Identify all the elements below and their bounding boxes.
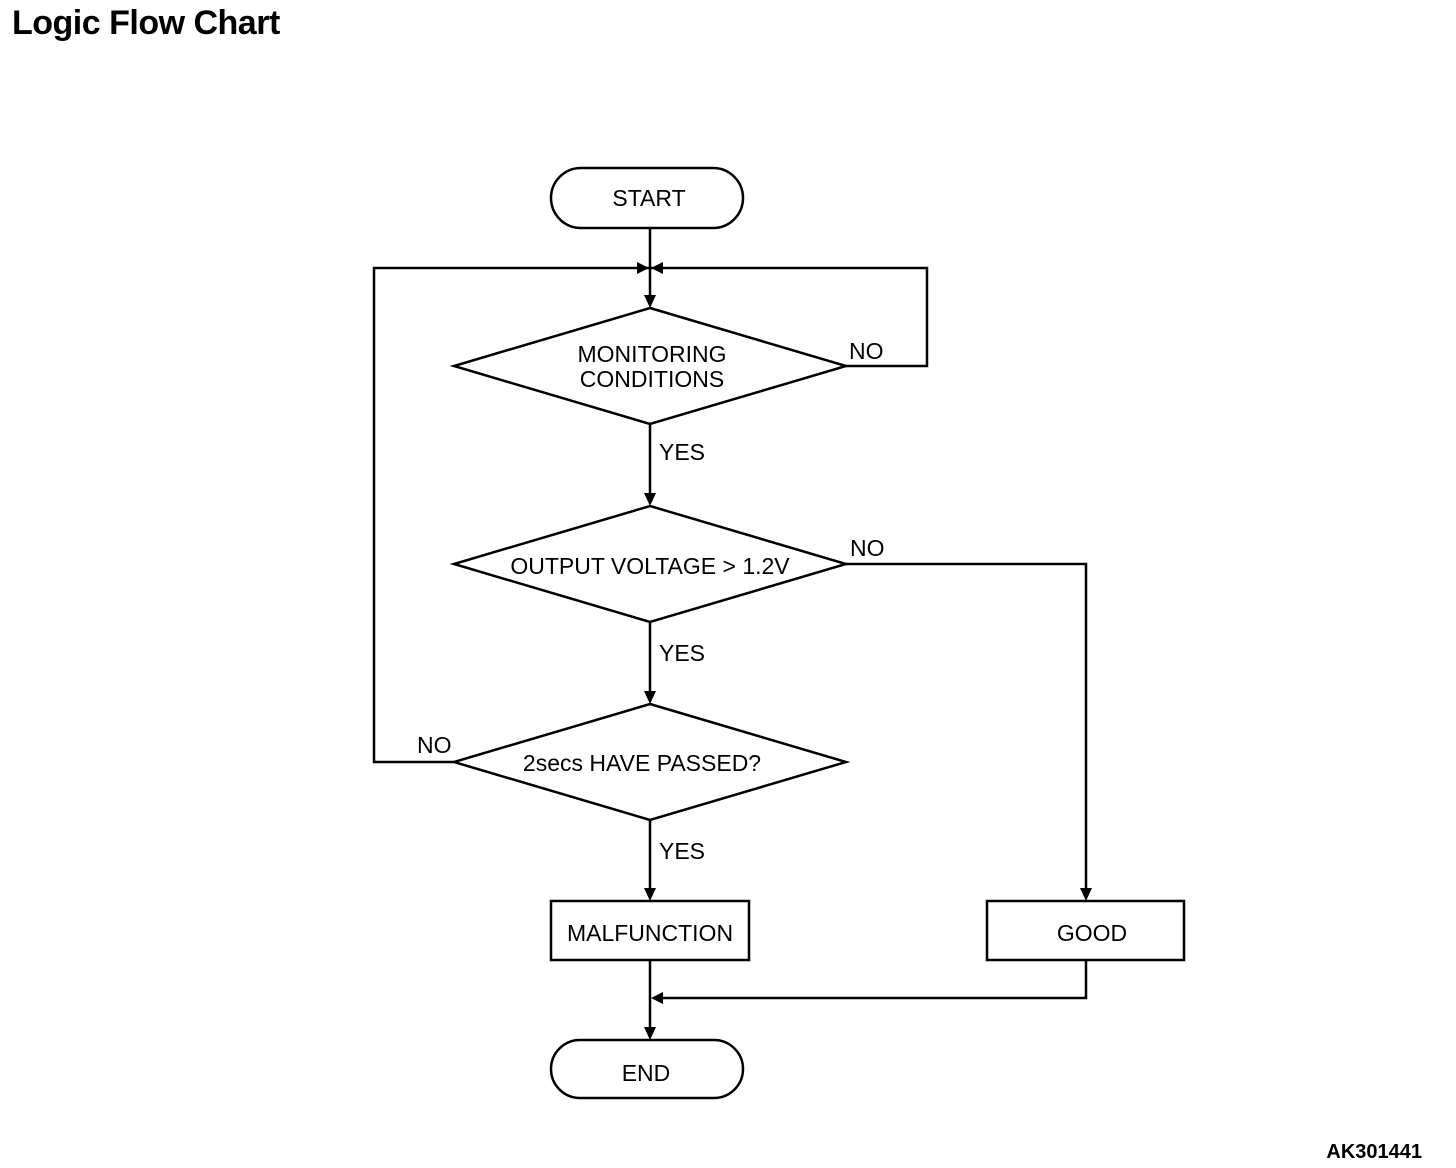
- connector-monitoring-no-loop: [650, 266, 929, 368]
- arrowhead-into-monitoring: [644, 295, 656, 308]
- connector-good-to-end: [660, 960, 1088, 1000]
- time-label: 2secs HAVE PASSED?: [523, 750, 761, 776]
- connectors: [372, 228, 1088, 1032]
- arrowhead-merge-from-right: [651, 262, 663, 274]
- arrowhead-into-time: [644, 691, 656, 704]
- time-diamond: [449, 702, 851, 822]
- branch-labels: NO YES NO YES NO YES: [417, 338, 885, 864]
- figure-code: AK301441: [1326, 1141, 1422, 1163]
- malfunction-node: MALFUNCTION: [549, 899, 751, 962]
- time-decision: 2secs HAVE PASSED?: [449, 702, 851, 822]
- good-label: GOOD: [1057, 920, 1127, 946]
- voltage-yes-label: YES: [659, 640, 705, 666]
- end-terminator: [549, 1038, 745, 1100]
- page-title: Logic Flow Chart: [12, 4, 280, 42]
- arrowheads: [637, 262, 1092, 1040]
- arrowhead-into-voltage: [644, 493, 656, 506]
- arrowhead-into-end: [644, 1027, 656, 1040]
- malfunction-box: [549, 899, 751, 962]
- voltage-diamond: [449, 504, 851, 624]
- start-label: START: [612, 185, 685, 211]
- voltage-decision: OUTPUT VOLTAGE > 1.2V: [449, 504, 851, 624]
- start-terminator: [549, 166, 745, 230]
- monitoring-label-line2: CONDITIONS: [580, 366, 724, 392]
- time-yes-label: YES: [659, 838, 705, 864]
- monitoring-diamond: [449, 306, 851, 426]
- monitoring-label-line1: MONITORING: [577, 341, 726, 367]
- arrowhead-into-good: [1080, 888, 1092, 901]
- voltage-label: OUTPUT VOLTAGE > 1.2V: [510, 553, 790, 579]
- monitoring-decision: MONITORING CONDITIONS: [449, 306, 851, 426]
- end-node: END: [549, 1038, 745, 1100]
- arrowhead-merge-from-left: [637, 262, 649, 274]
- end-label: END: [622, 1060, 671, 1086]
- connector-voltage-no-to-good: [846, 562, 1088, 893]
- start-node: START: [549, 166, 745, 230]
- monitoring-no-label: NO: [849, 338, 884, 364]
- arrowhead-join-from-good: [651, 992, 663, 1004]
- good-node: GOOD: [985, 899, 1186, 962]
- monitoring-yes-label: YES: [659, 439, 705, 465]
- malfunction-label: MALFUNCTION: [567, 920, 733, 946]
- arrowhead-into-malfunction: [644, 888, 656, 901]
- connector-time-no-loop: [372, 266, 650, 764]
- voltage-no-label: NO: [850, 535, 885, 561]
- time-no-label: NO: [417, 732, 452, 758]
- good-box: [985, 899, 1186, 962]
